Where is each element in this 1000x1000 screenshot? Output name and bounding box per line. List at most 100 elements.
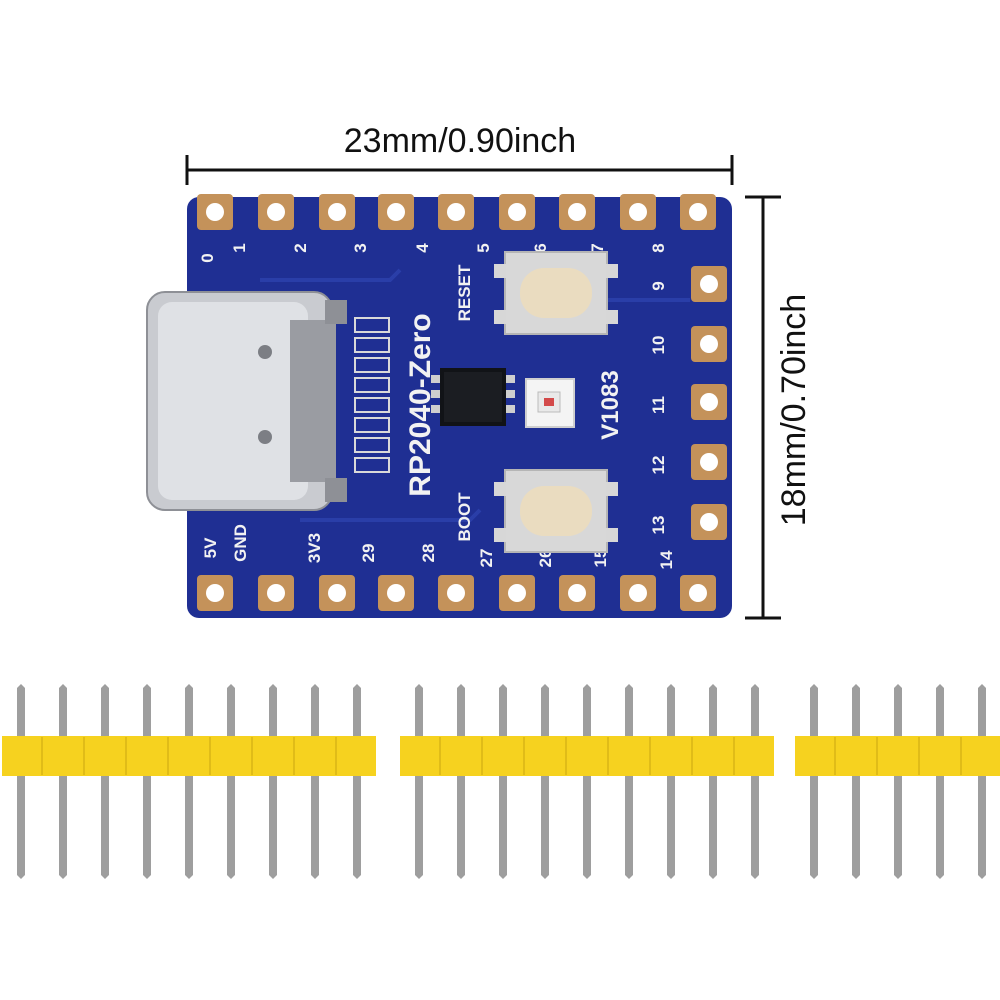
header-pin [978,775,986,875]
header-pin [499,775,507,875]
jumper-pads [354,317,390,473]
header-pin [625,688,633,736]
top-pin-pad [258,194,294,230]
header-pin [936,775,944,875]
height-dimension: 18mm/0.70inch [745,195,813,620]
boot-label: BOOT [455,492,474,542]
top-pin-label: 1 [230,243,249,252]
bottom-pin-pad [438,575,474,611]
bottom-pin-pad [319,575,355,611]
top-pin-label: 6 [531,243,550,252]
bottom-pin-pad [620,575,656,611]
bottom-pin-pad [499,575,535,611]
bottom-pin-label: 27 [477,549,496,568]
header-pin [415,688,423,736]
header-pin [667,688,675,736]
header-pin [101,775,109,875]
right-pin-label: 14 [657,550,676,569]
boot-button [494,469,618,553]
bottom-pin-label: 15 [591,549,610,568]
width-label: 23mm/0.90inch [344,122,576,160]
right-pin-label: 9 [649,281,668,290]
header-pin [894,688,902,736]
reset-button [494,251,618,335]
right-pin-pad [691,384,727,420]
header-pin [852,775,860,875]
top-pin-pad [499,194,535,230]
bottom-pin-pad [197,575,233,611]
bottom-pin-pad [559,575,595,611]
top-pin-label: 4 [413,243,432,253]
bottom-pin-pad [680,575,716,611]
header-pin [17,688,25,736]
header-pin [59,688,67,736]
header-pin [541,775,549,875]
top-pin-pad [559,194,595,230]
header-pin [810,775,818,875]
header-pin [751,775,759,875]
header-pin [541,688,549,736]
bottom-pin-label: 28 [419,544,438,563]
width-dimension: 23mm/0.90inch [185,122,734,185]
header-pin [311,688,319,736]
header-pin [143,775,151,875]
top-pin-pad [378,194,414,230]
header-pin [709,775,717,875]
header-plastic [2,736,376,776]
header-pin [269,775,277,875]
top-pin-label: 3 [351,243,370,252]
header-pin [185,775,193,875]
top-pin-label: 7 [588,243,607,252]
top-pin-pad [197,194,233,230]
right-pin-label: 11 [649,396,668,414]
right-pin-pad [691,326,727,362]
top-pin-label: 2 [291,243,310,252]
top-pin-pad [319,194,355,230]
top-pin-pad [680,194,716,230]
header-pin [936,688,944,736]
header-pin [101,688,109,736]
right-pin-pad [691,504,727,540]
reset-label: RESET [455,264,474,321]
top-pin-label: 0 [198,253,217,262]
usb-c-connector [146,291,347,511]
top-pin-pad [620,194,656,230]
rgb-led [525,378,575,428]
header-pin [709,688,717,736]
header-pin [978,688,986,736]
header-plastic [795,736,1000,776]
right-pin-pads [691,266,727,540]
header-pin [143,688,151,736]
top-pin-label: 8 [649,243,668,252]
header-pin [751,688,759,736]
top-pin-pad [438,194,474,230]
header-plastic [400,736,774,776]
bottom-pin-pad [378,575,414,611]
header-strip [795,684,1000,879]
header-pin [625,775,633,875]
header-pin [415,775,423,875]
header-strip [2,684,376,879]
header-pin [457,775,465,875]
flash-chip [431,368,515,426]
bottom-pin-label: 26 [536,549,555,568]
right-pin-pad [691,444,727,480]
pin-headers [2,684,1000,879]
header-pin [185,688,193,736]
header-pin [59,775,67,875]
header-pin [227,688,235,736]
bottom-pin-label: 3V3 [305,533,324,563]
right-pin-label: 13 [649,516,668,535]
version-label: V1083 [597,370,624,439]
header-pin [499,688,507,736]
header-pin [17,775,25,875]
header-strip [400,684,774,879]
right-pin-label: 10 [649,336,668,355]
bottom-pin-label: GND [231,524,250,562]
right-pin-pad [691,266,727,302]
bottom-pin-label: 5V [201,537,220,558]
